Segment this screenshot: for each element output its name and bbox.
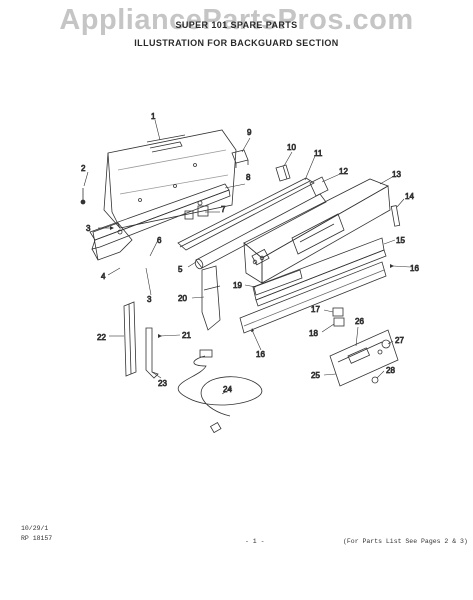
part-clip [231, 149, 249, 168]
footer-date: 10/29/1 [21, 525, 49, 532]
callout-10: 10 [287, 143, 296, 152]
callout-14: 14 [405, 192, 414, 201]
part-side-trim [390, 205, 401, 227]
callout-24: 24 [223, 385, 232, 394]
part-knob [371, 376, 379, 384]
part-control-panel [243, 178, 391, 284]
part-end-cap [309, 176, 329, 197]
callout-11: 11 [314, 149, 323, 158]
callout-3-upper: 3 [86, 224, 91, 233]
part-screw [80, 188, 86, 205]
part-lower-rail [89, 183, 231, 250]
callout-20: 20 [178, 294, 187, 303]
part-trim-strip [177, 177, 315, 251]
watermark: AppliancePartsPros.com [59, 4, 414, 36]
callout-8: 8 [246, 173, 251, 182]
callout-17: 17 [311, 305, 320, 314]
part-grille [239, 261, 387, 334]
part-spacer [197, 205, 209, 217]
part-clock-timer [329, 329, 399, 387]
callout-16-upper: 16 [410, 264, 419, 273]
callout-3-lower: 3 [147, 295, 152, 304]
part-strap [145, 327, 159, 379]
leader-arrowheads [110, 226, 394, 338]
callout-23: 23 [158, 379, 167, 388]
callout-13: 13 [392, 170, 401, 179]
callout-27: 27 [395, 336, 404, 345]
part-rear-panel [103, 129, 237, 229]
callout-16-lower: 16 [256, 350, 265, 359]
callout-15: 15 [396, 236, 405, 245]
leader-lines [83, 119, 411, 395]
callout-28: 28 [386, 366, 395, 375]
callout-25: 25 [311, 371, 320, 380]
callout-7: 7 [221, 205, 226, 214]
part-switch [332, 307, 345, 327]
diagram-subtitle: SUPER 101 SPARE PARTS [175, 20, 298, 30]
callout-labels: 1 2 3 3 4 5 6 7 8 9 10 11 12 13 14 15 16… [81, 112, 420, 395]
callout-26: 26 [355, 317, 364, 326]
callout-18: 18 [309, 329, 318, 338]
callout-2: 2 [81, 164, 86, 173]
part-bracket [91, 222, 133, 261]
part-hinge [275, 164, 291, 182]
footer-page-number: - 1 - [245, 538, 265, 545]
callout-4: 4 [101, 272, 106, 281]
part-side-bracket [201, 265, 221, 331]
callout-5: 5 [178, 265, 183, 274]
callout-6: 6 [157, 236, 162, 245]
part-channel [123, 301, 137, 377]
callout-9: 9 [247, 128, 252, 137]
callout-22: 22 [97, 333, 106, 342]
diagram-title: ILLUSTRATION FOR BACKGUARD SECTION [134, 38, 339, 48]
callout-21: 21 [182, 331, 191, 340]
callout-1: 1 [151, 112, 156, 121]
part-backsplash-glass [252, 237, 387, 307]
footer-parts-note: (For Parts List See Pages 2 & 3) [343, 538, 468, 545]
part-power-cord [178, 349, 263, 434]
part-tube [194, 193, 327, 270]
callout-12: 12 [339, 167, 348, 176]
footer-code: RP 18157 [21, 535, 53, 542]
part-panel-strip [253, 269, 303, 296]
callout-19: 19 [233, 281, 242, 290]
